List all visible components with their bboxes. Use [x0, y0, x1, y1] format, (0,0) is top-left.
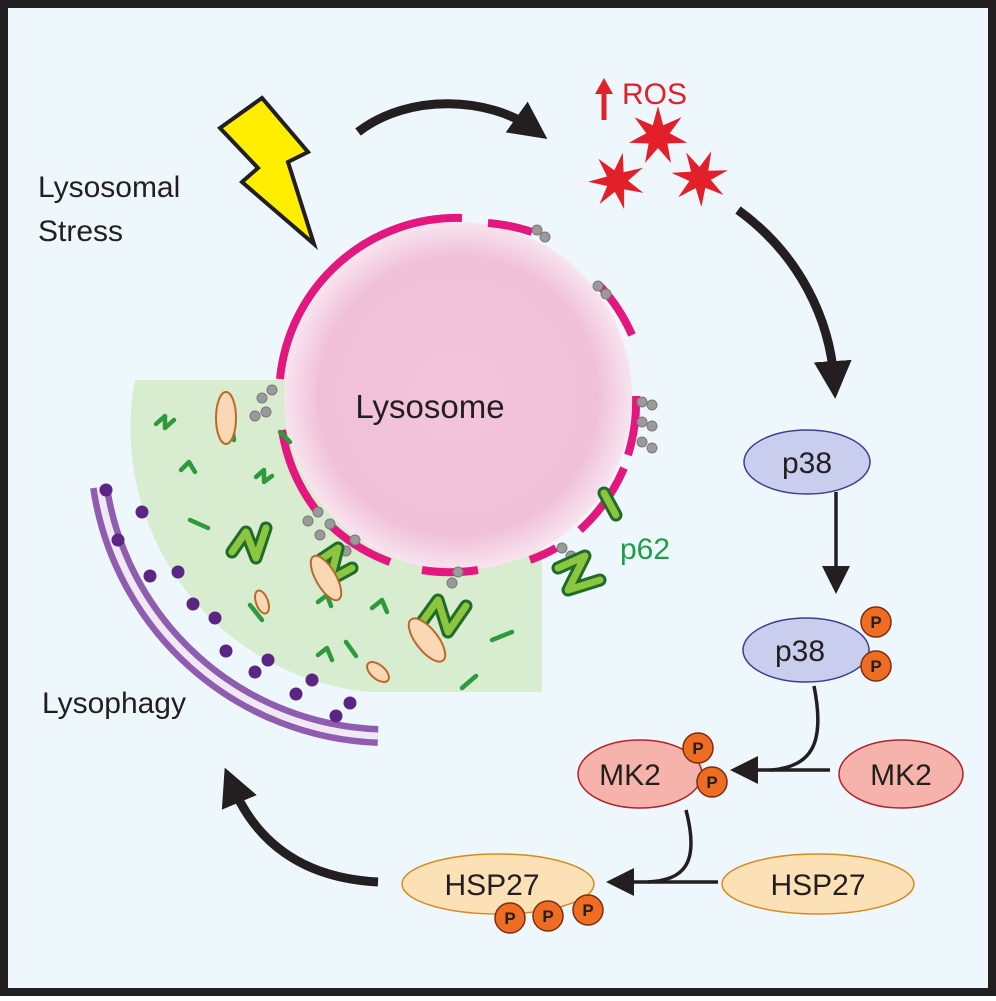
ros-label: ROS: [622, 78, 687, 111]
phosphate-label: P: [542, 907, 553, 926]
phosphate-label: P: [706, 773, 717, 792]
membrane-dots: [99, 483, 357, 723]
lysosomal-stress-label-line2: Stress: [38, 215, 123, 248]
phosphate-group: [682, 732, 714, 764]
phosphate-group: [494, 902, 526, 934]
mk2-node: [838, 739, 964, 809]
p62-label: p62: [620, 533, 670, 566]
arrow-hsp27-to-lysophagy: [221, 767, 379, 887]
phosphate-label: P: [870, 613, 881, 632]
p38-phospho-node: [742, 617, 870, 683]
phosphate-group: [860, 606, 892, 638]
lysosome-label: Lysosome: [355, 388, 504, 425]
phosphate-label: P: [582, 901, 593, 920]
p38-label: p38: [782, 447, 832, 480]
phosphate-group: [696, 766, 728, 798]
p38-node: [743, 429, 871, 495]
ros-star-icon: [628, 106, 688, 163]
lightning-bolt-icon: [216, 95, 319, 251]
phosphate-label: P: [870, 657, 881, 676]
arrow-ros-to-p38: [735, 206, 852, 399]
ros-up-arrow-icon: [595, 78, 613, 120]
phosphate-group: [860, 650, 892, 682]
ros-star-icon: [671, 151, 728, 207]
ubiquitin-chains: [249, 224, 658, 589]
arrow-stress-to-ros: [355, 99, 548, 139]
ros-star-icon: [588, 152, 644, 210]
phosphate-group: [532, 900, 564, 932]
lysophagy-label: Lysophagy: [42, 687, 186, 720]
hsp27-node: [721, 853, 915, 915]
lysosomal-stress-label-line1: Lysosomal: [38, 171, 180, 204]
p38-phospho-label: p38: [775, 635, 825, 668]
lysosome: [284, 222, 632, 570]
hsp27-label: HSP27: [770, 869, 865, 902]
mk2-label: MK2: [870, 759, 932, 792]
ros-stars: [588, 106, 728, 210]
hsp27-phospho-label: HSP27: [444, 869, 539, 902]
phosphate-label: P: [692, 739, 703, 758]
phosphate-group: [572, 894, 604, 926]
cargo-fragments: [215, 391, 447, 683]
mk2-phospho-label: MK2: [599, 759, 661, 792]
phosphate-label: P: [504, 909, 515, 928]
